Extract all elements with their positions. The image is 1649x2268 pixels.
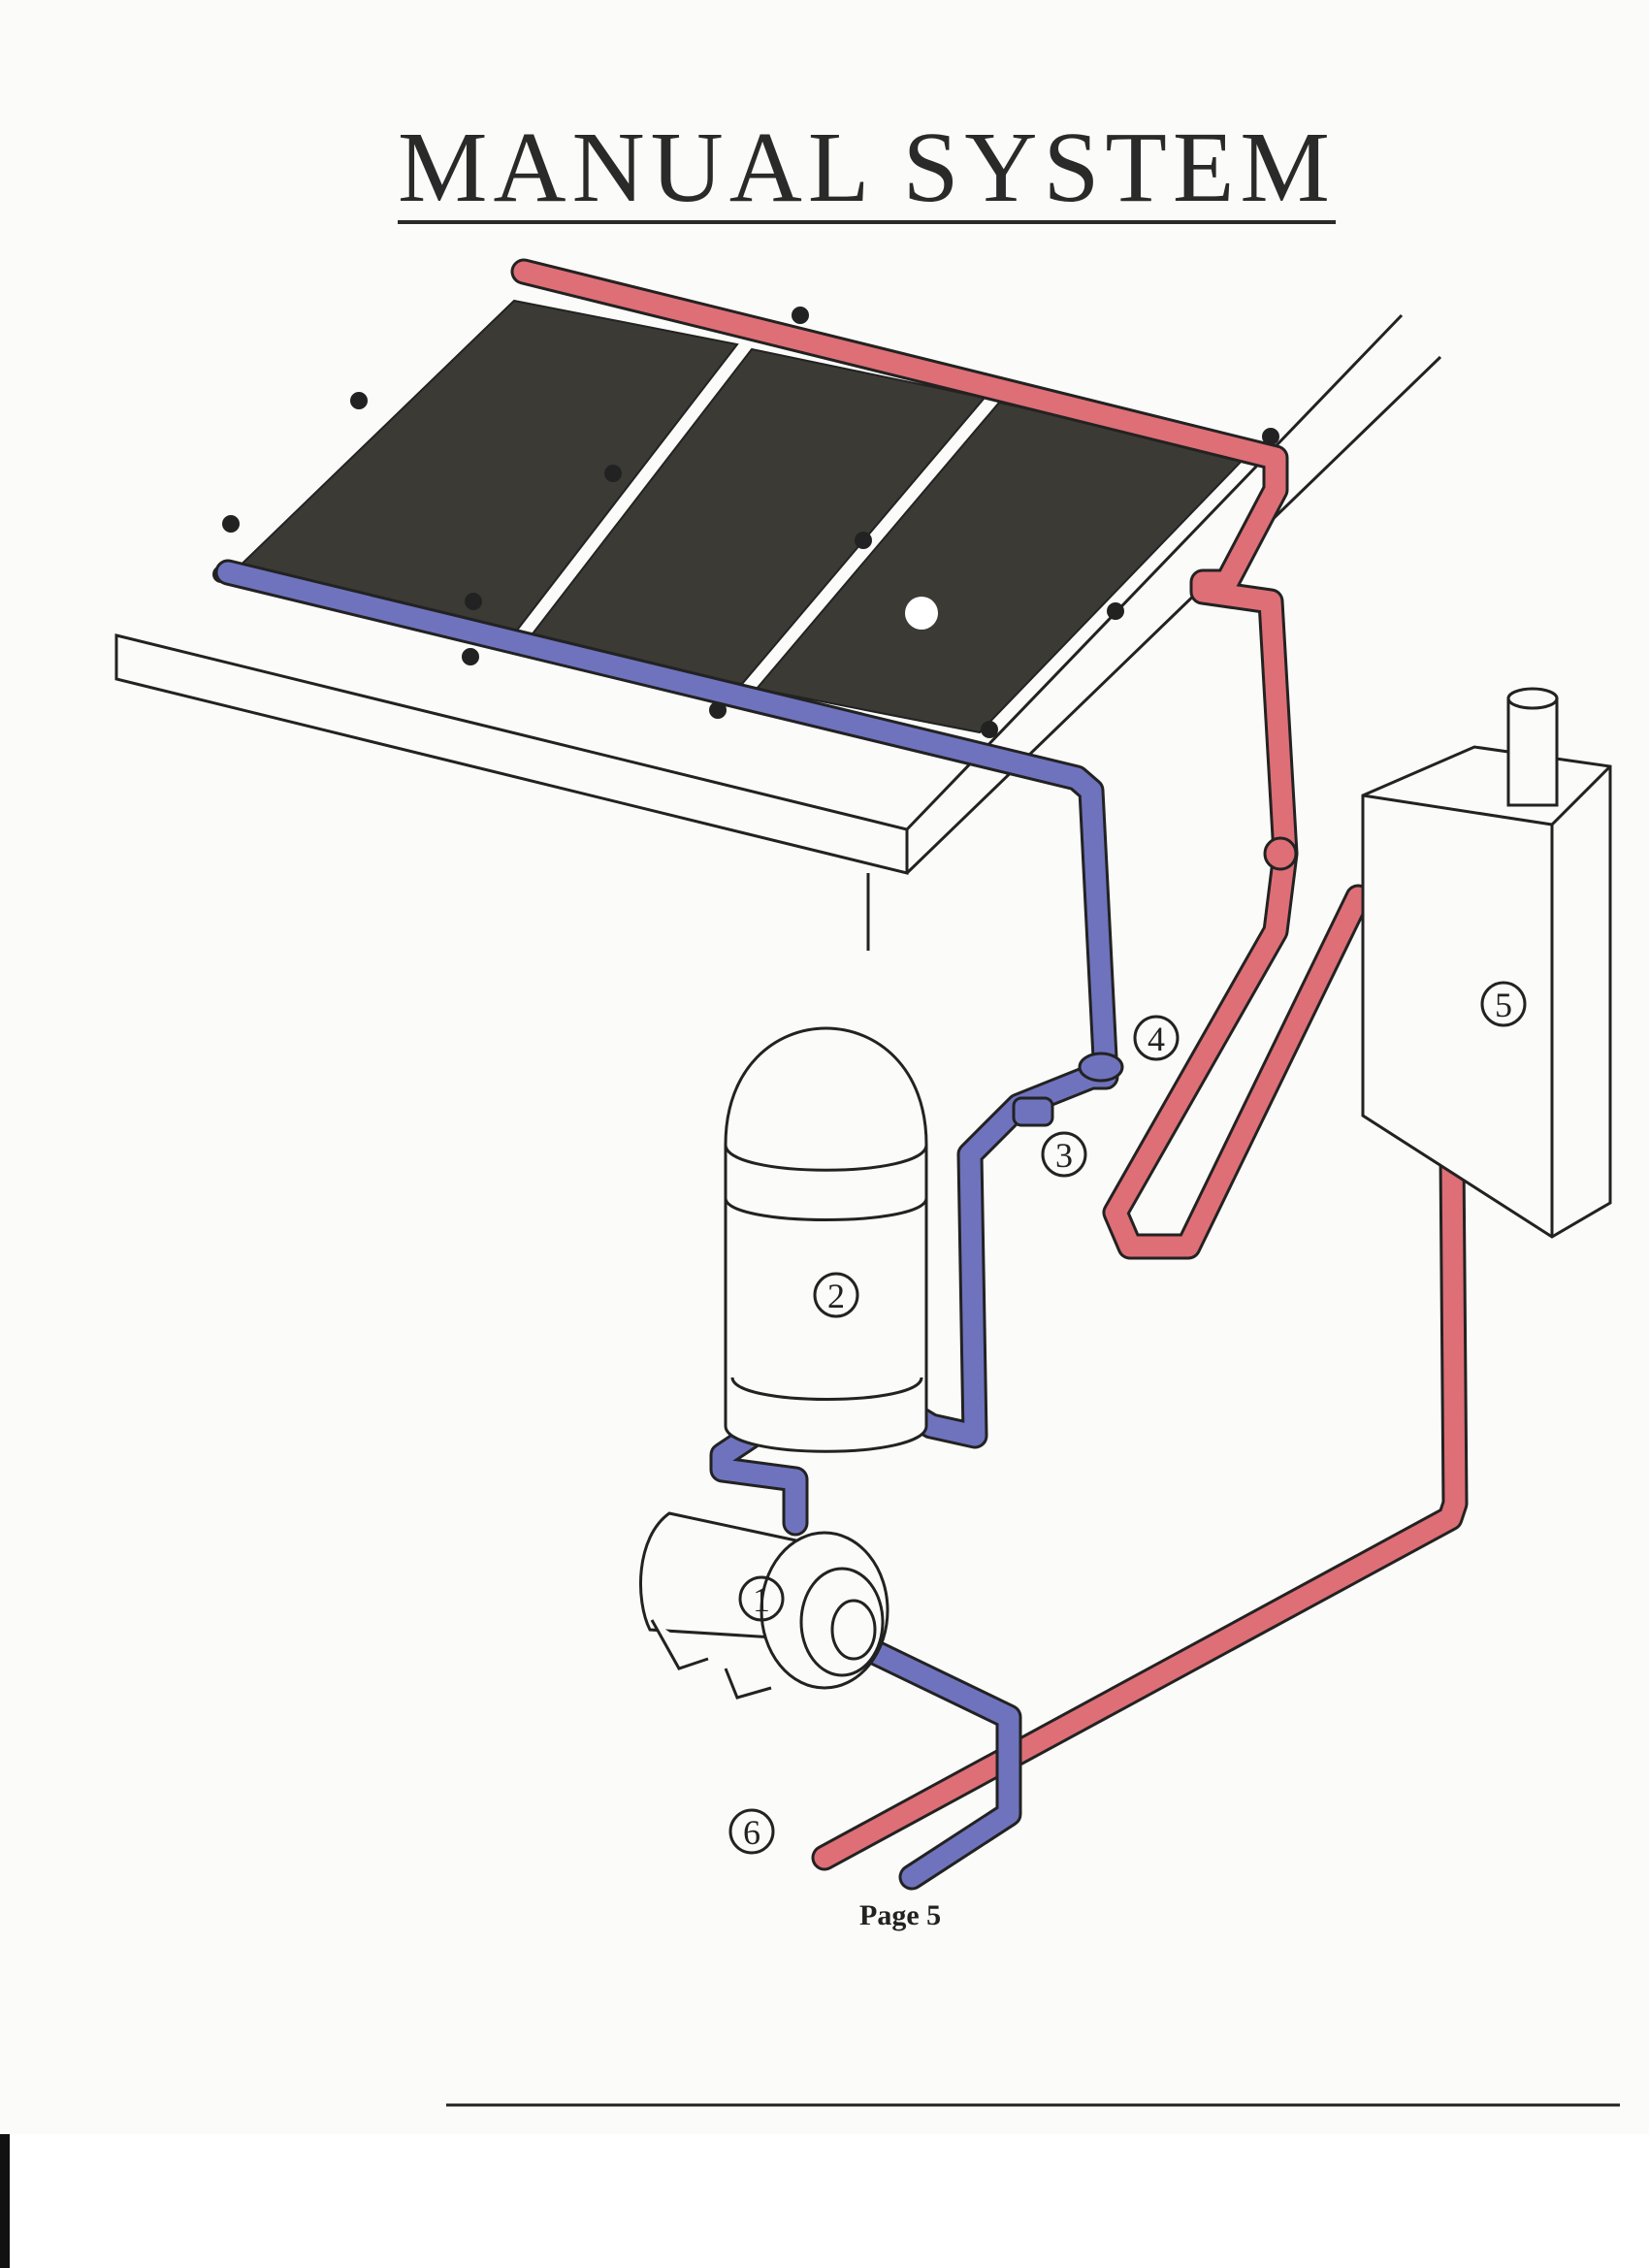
callout-5-label: 5 [1495, 986, 1512, 1024]
callout-1-label: 1 [753, 1580, 770, 1619]
callout-4: 4 [1133, 1015, 1180, 1061]
solar-collector-array [222, 299, 1248, 734]
page-title: MANUAL SYSTEM [398, 112, 1336, 225]
callout-4-label: 4 [1148, 1020, 1165, 1058]
diverter-valve [1012, 1052, 1124, 1127]
callout-1: 1 [738, 1575, 785, 1622]
callout-5: 5 [1480, 981, 1527, 1027]
filter-tank [724, 1026, 928, 1453]
manual-page: MANUAL SYSTEM [114, 112, 1620, 2107]
callout-6: 6 [728, 1808, 775, 1855]
panel-hole [905, 597, 938, 630]
check-valve [1263, 836, 1298, 871]
cold-supply-pipe [214, 559, 1119, 1891]
page-number: Page 5 [859, 1899, 942, 1931]
pool-heater [1361, 687, 1612, 1239]
callout-3-label: 3 [1055, 1136, 1073, 1175]
scan-margin [0, 2134, 1649, 2268]
callout-3: 3 [1041, 1131, 1087, 1178]
callout-2-label: 2 [827, 1277, 845, 1315]
solar-heating-system-diagram: 1 2 3 4 5 6 [114, 258, 1620, 2107]
pump [639, 1511, 889, 1700]
scan-edge-mark [0, 2134, 10, 2268]
callout-6-label: 6 [743, 1813, 760, 1852]
callout-2: 2 [813, 1272, 859, 1318]
